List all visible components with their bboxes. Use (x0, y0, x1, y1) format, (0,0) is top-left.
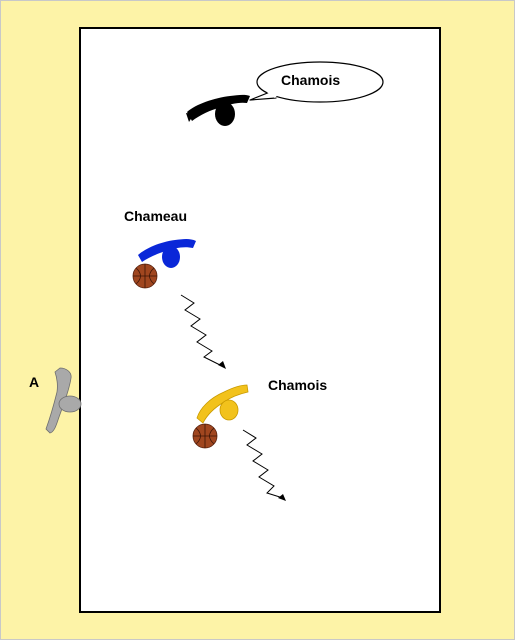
basketball-icon (132, 263, 158, 289)
blue-player-label: Chameau (124, 208, 188, 224)
player-black-icon (186, 94, 250, 126)
player-grey-icon (45, 367, 82, 434)
speech-bubble-icon (249, 61, 384, 103)
outside-player-label: A (29, 374, 40, 390)
speech-bubble-text: Chamois (281, 72, 341, 88)
zigzag-arrow-icon (242, 429, 286, 501)
basketball-icon (192, 423, 218, 449)
court (79, 27, 441, 613)
player-blue-icon (138, 239, 196, 268)
yellow-player-label: Chamois (268, 377, 328, 393)
zigzag-arrow-icon (180, 294, 226, 369)
player-yellow-icon (196, 384, 249, 424)
